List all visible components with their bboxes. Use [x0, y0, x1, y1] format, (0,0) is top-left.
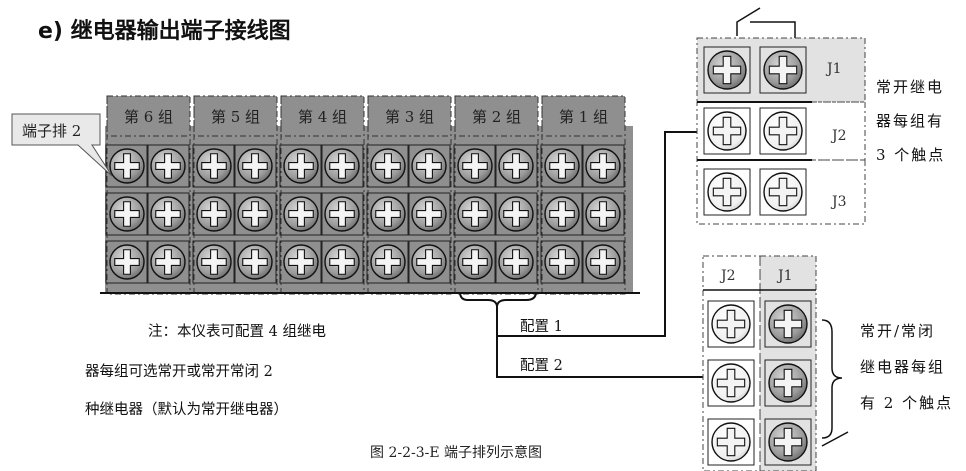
terminal-screw	[279, 144, 323, 188]
terminal-screw	[105, 144, 149, 188]
switch-contact	[750, 21, 796, 38]
detail-terminal-screw	[707, 359, 755, 407]
note-line-1: 注：本仪表可配置 4 组继电	[148, 323, 326, 340]
detail-bottom-desc-1: 常开/常闭	[860, 322, 935, 340]
detail-terminal-screw	[759, 107, 807, 155]
jumper-j2-label: J2	[830, 128, 847, 144]
config-1-wire	[496, 131, 703, 337]
jumper-j1-label: J1	[825, 61, 842, 77]
group-label: 第 2 组	[472, 108, 521, 126]
terminal-screw	[453, 192, 497, 236]
detail-terminal-screw	[703, 46, 751, 94]
detail-bottom-desc-3: 有 2 个触点	[860, 394, 953, 412]
terminal-screw	[581, 192, 625, 236]
terminal-screw	[453, 240, 497, 284]
group-label: 第 3 组	[385, 108, 434, 126]
terminal-screw	[105, 240, 149, 284]
group-header-box	[106, 95, 191, 137]
config-2-label: 配置 2	[520, 357, 563, 374]
figure-caption: 图 2-2-3-E 端子排列示意图	[370, 444, 542, 461]
terminal-screw	[192, 144, 236, 188]
terminal-screw	[581, 144, 625, 188]
detail-terminal-screw	[703, 168, 751, 216]
note-line-2: 器每组可选常开或常开常闭 2	[85, 363, 273, 380]
detail-bottom-desc-2: 继电器每组	[860, 358, 945, 376]
terminal-screw	[540, 192, 584, 236]
terminal-screw	[407, 144, 451, 188]
terminal-screw	[146, 240, 190, 284]
terminal-screw	[366, 144, 410, 188]
detail-top-desc-1: 常开继电	[876, 78, 944, 96]
config-2-wire	[496, 336, 725, 378]
switch-symbol	[736, 7, 761, 36]
terminal-screw	[494, 192, 538, 236]
terminal-screw	[366, 240, 410, 284]
terminal-block-2: 第 6 组 第 5 组 第 4 组 第 3 组 第 2 组 第 1 组	[100, 95, 640, 295]
detail-terminal-screw	[707, 300, 755, 348]
detail-top-desc-3: 3 个触点	[876, 146, 945, 164]
group-header-box	[541, 95, 626, 137]
group-label: 第 5 组	[211, 108, 260, 126]
terminal-screw	[279, 192, 323, 236]
detail-terminal-screw	[764, 418, 812, 466]
detail-terminal-screw	[764, 359, 812, 407]
detail-terminal-screw	[707, 418, 755, 466]
terminal-screw	[407, 192, 451, 236]
jumper-j2-label-bottom: J2	[719, 268, 736, 284]
jumper-j3-label: J3	[830, 194, 847, 210]
page-title: e) 继电器输出端子接线图	[38, 18, 291, 44]
terminal-screw	[407, 240, 451, 284]
terminal-screw	[105, 192, 149, 236]
detail-no-nc: J2 J1 常开/常闭 继电器每组 有 2 个触点	[702, 255, 953, 471]
group-label: 第 1 组	[559, 108, 608, 126]
detail-normally-open: J1 J2 J3 常开继电 器每组有 3 个触点	[696, 7, 945, 225]
detail-terminal-screw	[764, 300, 812, 348]
detail-terminal-screw	[703, 107, 751, 155]
jumper-j1-label-bottom: J1	[776, 268, 793, 284]
terminal-screw	[320, 192, 364, 236]
terminal-screw	[320, 240, 364, 284]
terminal-screw	[581, 240, 625, 284]
terminal-screw	[366, 192, 410, 236]
terminal-screw	[146, 144, 190, 188]
group-label: 第 4 组	[298, 108, 347, 126]
callout-label: 端子排 2	[22, 122, 81, 140]
terminal-block-callout: 端子排 2	[11, 113, 113, 177]
terminal-screw	[494, 240, 538, 284]
terminal-screw	[494, 144, 538, 188]
detail-terminal-screw	[759, 46, 807, 94]
terminal-screw	[540, 240, 584, 284]
terminal-screw	[320, 144, 364, 188]
terminal-screw	[453, 144, 497, 188]
terminal-screw	[233, 240, 277, 284]
detail-terminal-screw	[759, 168, 807, 216]
note-line-3: 种继电器（默认为常开继电器）	[85, 401, 288, 418]
terminal-screw	[233, 144, 277, 188]
terminal-screw	[146, 192, 190, 236]
terminal-screw	[279, 240, 323, 284]
terminal-screw	[540, 144, 584, 188]
contact-brace	[821, 319, 843, 439]
terminal-screw	[192, 192, 236, 236]
group-label: 第 6 组	[124, 108, 173, 126]
terminal-screw	[192, 240, 236, 284]
terminal-screw	[233, 192, 277, 236]
config-1-label: 配置 1	[520, 318, 563, 335]
detail-top-desc-2: 器每组有	[876, 112, 944, 130]
